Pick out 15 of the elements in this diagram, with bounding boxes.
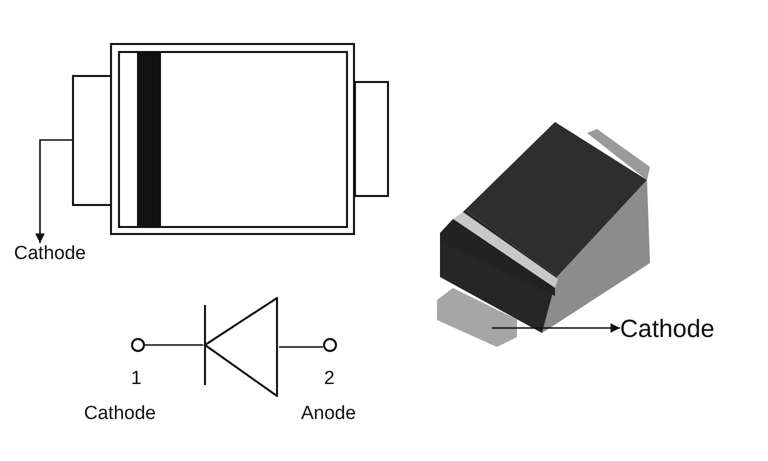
leader-line — [492, 323, 620, 333]
callout-label: Cathode — [14, 243, 104, 265]
lead-terminal — [72, 75, 112, 206]
lead-terminal — [437, 288, 517, 347]
pin-number: 2 — [324, 369, 335, 388]
callout-label: Cathode — [620, 314, 740, 344]
wire — [145, 344, 203, 346]
diode-symbol — [203, 297, 279, 397]
terminal-circle — [323, 338, 337, 352]
pin-label: Cathode — [84, 404, 156, 423]
wire — [279, 346, 323, 348]
terminal-circle — [131, 338, 145, 352]
leader-line — [35, 139, 72, 243]
pin-label: Anode — [301, 404, 356, 423]
pin-number: 1 — [131, 369, 142, 388]
